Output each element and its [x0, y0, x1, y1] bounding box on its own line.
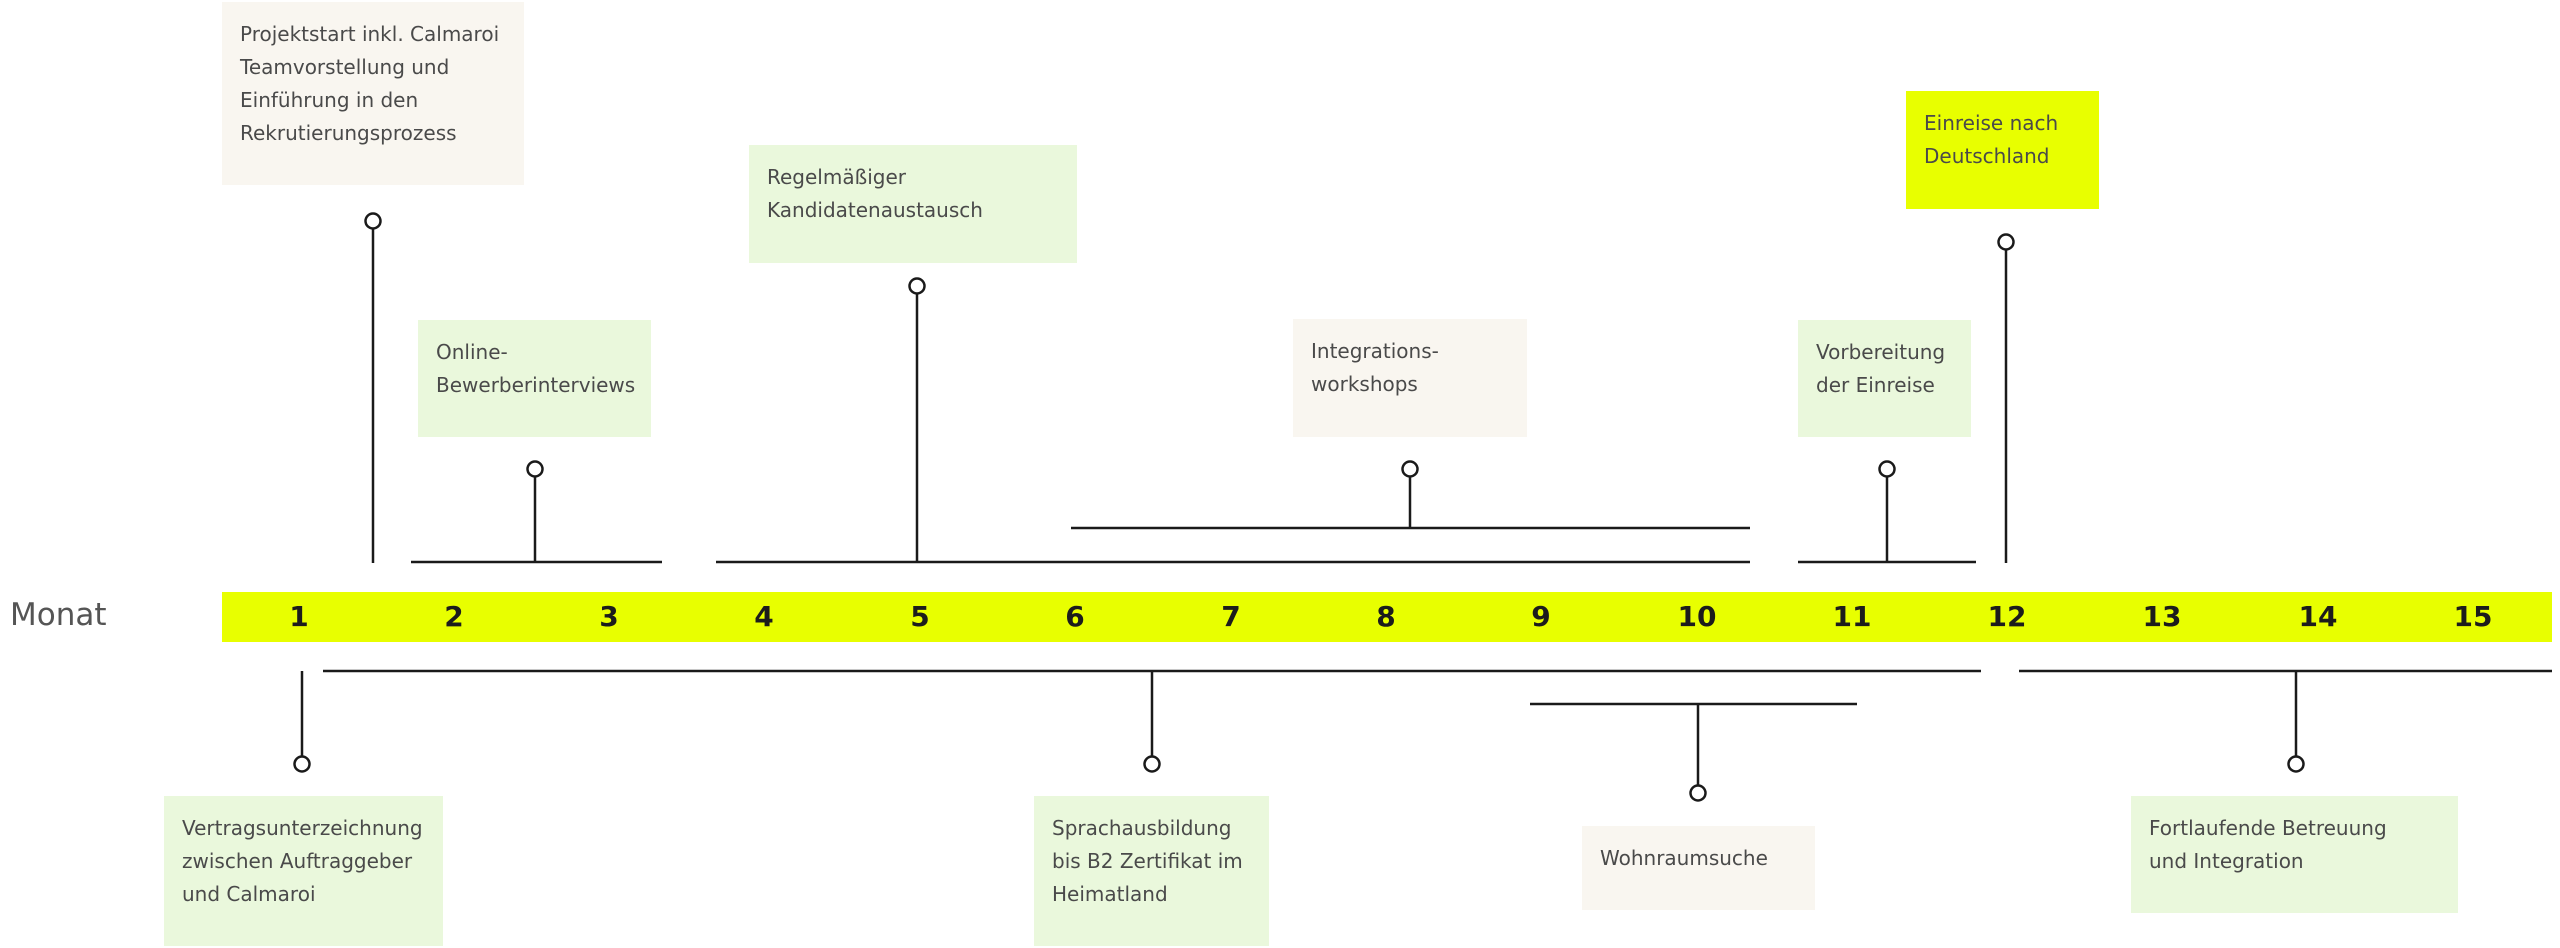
- milestone-text: Kandidatenaustausch: [767, 198, 983, 222]
- milestone-text: Heimatland: [1052, 882, 1168, 906]
- milestone-text: und Integration: [2149, 849, 2304, 873]
- milestone-projektstart: Projektstart inkl. Calmaroi Teamvorstell…: [222, 2, 524, 185]
- milestone-text: Deutschland: [1924, 144, 2050, 168]
- milestone-vertrag: Vertragsunterzeichnung zwischen Auftragg…: [164, 796, 443, 946]
- month-tick: 3: [599, 600, 619, 633]
- interviews-marker: [526, 460, 544, 478]
- milestone-text: zwischen Auftraggeber: [182, 849, 413, 873]
- milestone-sprache: Sprachausbildung bis B2 Zertifikat im He…: [1034, 796, 1269, 946]
- workshops-marker: [1401, 460, 1419, 478]
- month-tick: 9: [1531, 600, 1551, 633]
- milestone-text: Einreise nach: [1924, 111, 2059, 135]
- month-tick: 4: [754, 600, 774, 633]
- milestone-text: Online-: [436, 340, 508, 364]
- wohnraum-marker: [1689, 784, 1707, 802]
- month-tick: 1: [289, 600, 309, 633]
- month-tick: 2: [444, 600, 464, 633]
- milestone-einreise: Einreise nach Deutschland: [1906, 91, 2099, 209]
- milestone-kandidaten: Regelmäßiger Kandidatenaustausch: [749, 145, 1077, 263]
- month-tick: 6: [1065, 600, 1085, 633]
- milestone-text: Vertragsunterzeichnung: [182, 816, 423, 840]
- betreuung-marker: [2287, 755, 2305, 773]
- milestone-text: Fortlaufende Betreuung: [2149, 816, 2387, 840]
- milestone-text: der Einreise: [1816, 373, 1935, 397]
- milestone-workshops: Integrations- workshops: [1293, 319, 1527, 437]
- milestone-text: workshops: [1311, 372, 1418, 396]
- milestone-vorbereitung: Vorbereitung der Einreise: [1798, 320, 1971, 437]
- month-tick: 15: [2453, 600, 2493, 633]
- milestone-text: Regelmäßiger: [767, 165, 906, 189]
- milestone-text: Bewerberinterviews: [436, 373, 636, 397]
- einreise-marker: [1997, 233, 2015, 251]
- milestone-text: Sprachausbildung: [1052, 816, 1232, 840]
- month-tick: 5: [910, 600, 930, 633]
- milestone-text: bis B2 Zertifikat im: [1052, 849, 1243, 873]
- milestone-text: Rekrutierungsprozess: [240, 121, 457, 145]
- axis-label: Monat: [10, 597, 107, 633]
- month-band: [222, 592, 2552, 642]
- milestone-text: Vorbereitung: [1816, 340, 1946, 364]
- month-tick: 8: [1376, 600, 1396, 633]
- projektstart-marker: [364, 212, 382, 230]
- milestone-text: Einführung in den: [240, 88, 419, 112]
- month-tick: 11: [1832, 600, 1872, 633]
- month-tick: 13: [2142, 600, 2182, 633]
- kandidaten-marker: [908, 277, 926, 295]
- milestone-text: Teamvorstellung und: [240, 55, 450, 79]
- sprache-marker: [1143, 755, 1161, 773]
- milestone-wohnraum: Wohnraumsuche: [1582, 826, 1815, 910]
- milestone-text: Projektstart inkl. Calmaroi: [240, 22, 500, 46]
- milestone-betreuung: Fortlaufende Betreuung und Integration: [2131, 796, 2458, 913]
- vorbereitung-marker: [1878, 460, 1896, 478]
- month-tick: 12: [1987, 600, 2027, 633]
- month-tick: 10: [1677, 600, 1717, 633]
- month-tick: 7: [1221, 600, 1241, 633]
- milestone-text: Integrations-: [1311, 339, 1439, 363]
- vertrag-marker: [293, 755, 311, 773]
- month-tick: 14: [2298, 600, 2338, 633]
- milestone-interviews: Online- Bewerberinterviews: [418, 320, 651, 437]
- milestone-text: Wohnraumsuche: [1600, 846, 1768, 870]
- milestone-text: und Calmaroi: [182, 882, 316, 906]
